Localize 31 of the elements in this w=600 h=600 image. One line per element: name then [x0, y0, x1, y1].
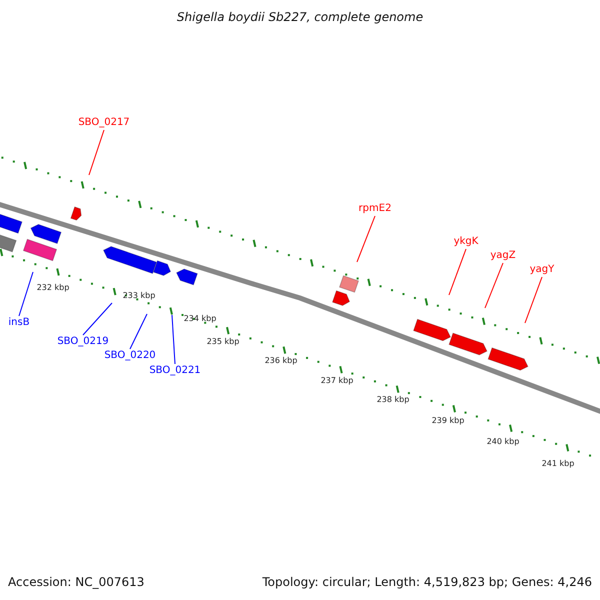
- position-label: 237 kbp: [320, 376, 354, 386]
- leader-line: [82, 302, 112, 336]
- position-label: 241 kbp: [542, 459, 574, 469]
- gene-label: insB: [8, 317, 30, 329]
- position-label: 234 kbp: [184, 314, 216, 324]
- position-label: 238 kbp: [376, 395, 410, 405]
- position-label: 239 kbp: [432, 416, 464, 426]
- gene-label: ykgK: [454, 236, 478, 248]
- position-label: 232 kbp: [36, 283, 70, 293]
- position-label: 240 kbp: [486, 437, 520, 447]
- gene-label: rpmE2: [358, 203, 392, 215]
- leader-line: [130, 314, 148, 350]
- gene-label: yagZ: [490, 250, 516, 262]
- leader-line: [524, 276, 542, 324]
- position-label: 233 kbp: [122, 291, 156, 301]
- gene-label: SBO_0217: [78, 117, 130, 129]
- gene-label: yagY: [530, 264, 554, 276]
- gene-label: SBO_0221: [149, 365, 201, 377]
- accession-text: Accession: NC_007613: [8, 575, 144, 589]
- leader-line: [356, 216, 376, 262]
- leader-line: [484, 262, 504, 308]
- position-label: 236 kbp: [264, 356, 298, 366]
- position-label: 235 kbp: [206, 337, 240, 347]
- genome-stats: Topology: circular; Length: 4,519,823 bp; Genes: 4,246: [262, 575, 592, 589]
- gene-label: SBO_0220: [104, 350, 156, 362]
- leader-line: [18, 272, 34, 316]
- leader-line: [88, 130, 104, 176]
- leader-line: [448, 248, 466, 296]
- title: Shigella boydii Sb227, complete genome: [176, 10, 424, 24]
- gene-label: SBO_0219: [57, 336, 109, 348]
- leader-line: [172, 314, 176, 364]
